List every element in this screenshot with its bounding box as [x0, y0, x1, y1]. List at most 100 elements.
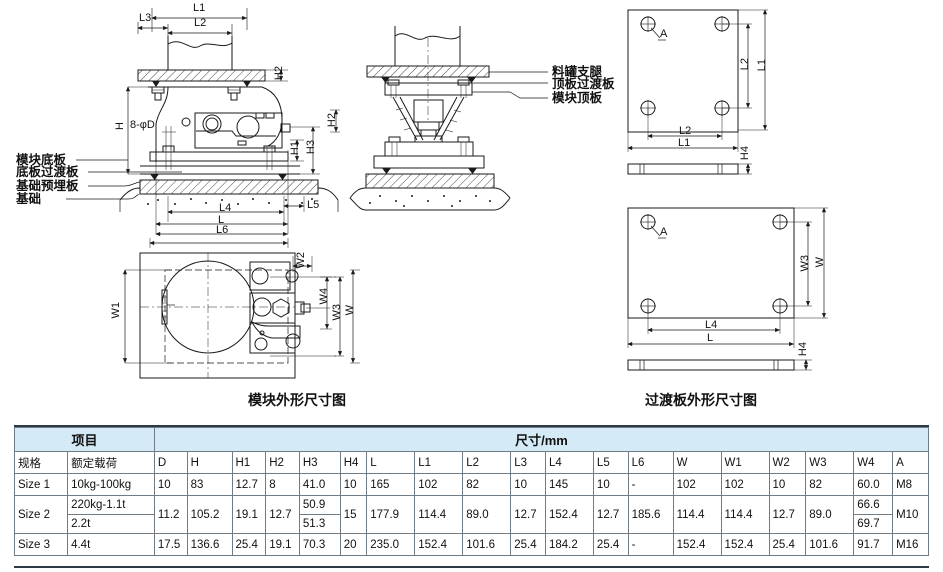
- table-row: Size 2 220kg-1.1t 2.2t 11.2 105.2 19.1 1…: [13, 495, 929, 534]
- cell-d: 10: [153, 473, 188, 496]
- dim-label-h2-side: H2: [326, 113, 338, 128]
- dim-label-h1: H1: [289, 141, 301, 156]
- cell-w1: 114.4: [720, 495, 770, 534]
- cell-w: 114.4: [672, 495, 722, 534]
- cell-size: Size 3: [13, 533, 69, 556]
- caption-module-outline: 模块外形尺寸图: [248, 392, 346, 408]
- dim-label-w: W: [344, 305, 356, 316]
- cell-l1: 102: [414, 473, 464, 496]
- callout-module-base-plate: 模块底板: [16, 153, 67, 167]
- table-top-rule: [14, 425, 929, 427]
- cell-l4: 145: [544, 473, 594, 496]
- cell-d: 17.5: [153, 533, 188, 556]
- col-header-w1: W1: [720, 451, 770, 474]
- cell-l: 235.0: [366, 533, 416, 556]
- cell-h2: 19.1: [265, 533, 300, 556]
- cell-h1: 25.4: [231, 533, 267, 556]
- col-header-h3: H3: [298, 451, 341, 474]
- col-header-l: L: [366, 451, 416, 474]
- col-header-l1: L1: [414, 451, 464, 474]
- caption-transition-plate-outline: 过渡板外形尺寸图: [645, 392, 757, 408]
- callout-module-top-plate: 模块顶板: [552, 91, 603, 105]
- table-group-header-row: 项目 尺寸/mm: [14, 427, 930, 452]
- cell-w: 102: [672, 473, 722, 496]
- table-row: Size 3 4.4t 17.5 136.6 25.4 19.1 70.3 20…: [13, 533, 929, 556]
- plate-bottom-dim-h4: H4: [797, 342, 809, 357]
- col-header-l3: L3: [510, 451, 546, 474]
- col-header-l5: L5: [592, 451, 629, 474]
- col-header-rated-load: 额定载荷: [67, 451, 155, 474]
- cell-l4: 184.2: [544, 533, 594, 556]
- cell-load-upper: 220kg-1.1t: [68, 497, 154, 515]
- cell-h: 105.2: [186, 495, 233, 534]
- cell-l6: 185.6: [627, 495, 674, 534]
- dim-label-h3: H3: [305, 140, 317, 155]
- plate-top-dim-h4: H4: [739, 146, 751, 161]
- cell-h2: 8: [265, 473, 300, 496]
- cell-h: 83: [186, 473, 233, 496]
- cell-w1: 102: [720, 473, 770, 496]
- cell-load-split: 220kg-1.1t 2.2t: [67, 495, 155, 534]
- cell-h3-split: 50.9 51.3: [298, 495, 341, 534]
- dim-label-l4: L4: [219, 202, 232, 214]
- cell-l6: -: [627, 473, 674, 496]
- cell-a: M10: [892, 495, 929, 534]
- col-header-h: H: [186, 451, 233, 474]
- cell-load-lower: 2.2t: [71, 517, 91, 530]
- callout-top-transition-plate: 顶板过渡板: [552, 77, 615, 91]
- callout-base-transition-plate: 底板过渡板: [16, 165, 79, 179]
- cell-w2: 10: [768, 473, 807, 496]
- col-header-spec: 规格: [13, 451, 69, 474]
- col-header-a: A: [892, 451, 929, 474]
- cell-w4: 91.7: [853, 533, 894, 556]
- cell-h: 136.6: [186, 533, 233, 556]
- cell-w1: 152.4: [720, 533, 770, 556]
- cell-l3: 12.7: [510, 495, 546, 534]
- dim-label-w2: W2: [295, 252, 307, 269]
- dim-label-w4: W4: [318, 288, 330, 305]
- cell-size: Size 1: [13, 473, 69, 496]
- table-bottom-rule: [14, 566, 929, 568]
- plate-top-hole-note-a: A: [660, 28, 668, 40]
- specs-table: 项目 尺寸/mm 规格 额定载荷 D H H1 H2 H3 H4 L L1 L2…: [13, 427, 930, 556]
- cell-h3: 41.0: [298, 473, 341, 496]
- cell-w4-lower: 69.7: [857, 517, 880, 530]
- cell-h1: 19.1: [231, 495, 267, 534]
- hole-note-8phid: 8-φD: [130, 119, 155, 131]
- cell-h3-lower: 51.3: [302, 517, 326, 530]
- dim-label-l5: L5: [307, 199, 320, 211]
- col-header-h4: H4: [339, 451, 368, 474]
- cell-load: 4.4t: [67, 533, 155, 556]
- cell-l5: 12.7: [592, 495, 629, 534]
- plate-bottom-dim-l: L: [707, 332, 714, 344]
- col-header-w: W: [672, 451, 722, 474]
- dim-label-h: H: [114, 122, 126, 130]
- cell-l: 165: [366, 473, 416, 496]
- cell-d: 11.2: [153, 495, 188, 534]
- col-header-h1: H1: [231, 451, 267, 474]
- callout-vessel-leg: 料罐支腿: [552, 65, 603, 79]
- plate-top-dim-l1-h: L1: [678, 137, 691, 149]
- plate-top-dim-l2-h: L2: [679, 125, 692, 137]
- plate-bottom-dim-w: W: [814, 257, 826, 268]
- cell-l: 177.9: [366, 495, 416, 534]
- cell-w: 152.4: [672, 533, 722, 556]
- cell-h4: 15: [339, 495, 368, 534]
- col-header-l2: L2: [462, 451, 512, 474]
- col-header-w4: W4: [853, 451, 894, 474]
- cell-w4-upper: 66.6: [854, 497, 892, 515]
- dim-label-l6: L6: [216, 224, 229, 236]
- cell-h1: 12.7: [231, 473, 267, 496]
- col-header-w2: W2: [768, 451, 807, 474]
- dim-label-w3: W3: [331, 304, 343, 321]
- cell-w4: 60.0: [853, 473, 894, 496]
- cell-l2: 82: [462, 473, 512, 496]
- cell-a: M8: [892, 473, 929, 496]
- cell-l3: 10: [510, 473, 546, 496]
- cell-l2: 89.0: [462, 495, 512, 534]
- cell-w2: 25.4: [768, 533, 807, 556]
- cell-l3: 25.4: [510, 533, 546, 556]
- plate-bottom-hole-note-a: A: [660, 226, 668, 238]
- cell-h2: 12.7: [265, 495, 300, 534]
- cell-l1: 152.4: [414, 533, 464, 556]
